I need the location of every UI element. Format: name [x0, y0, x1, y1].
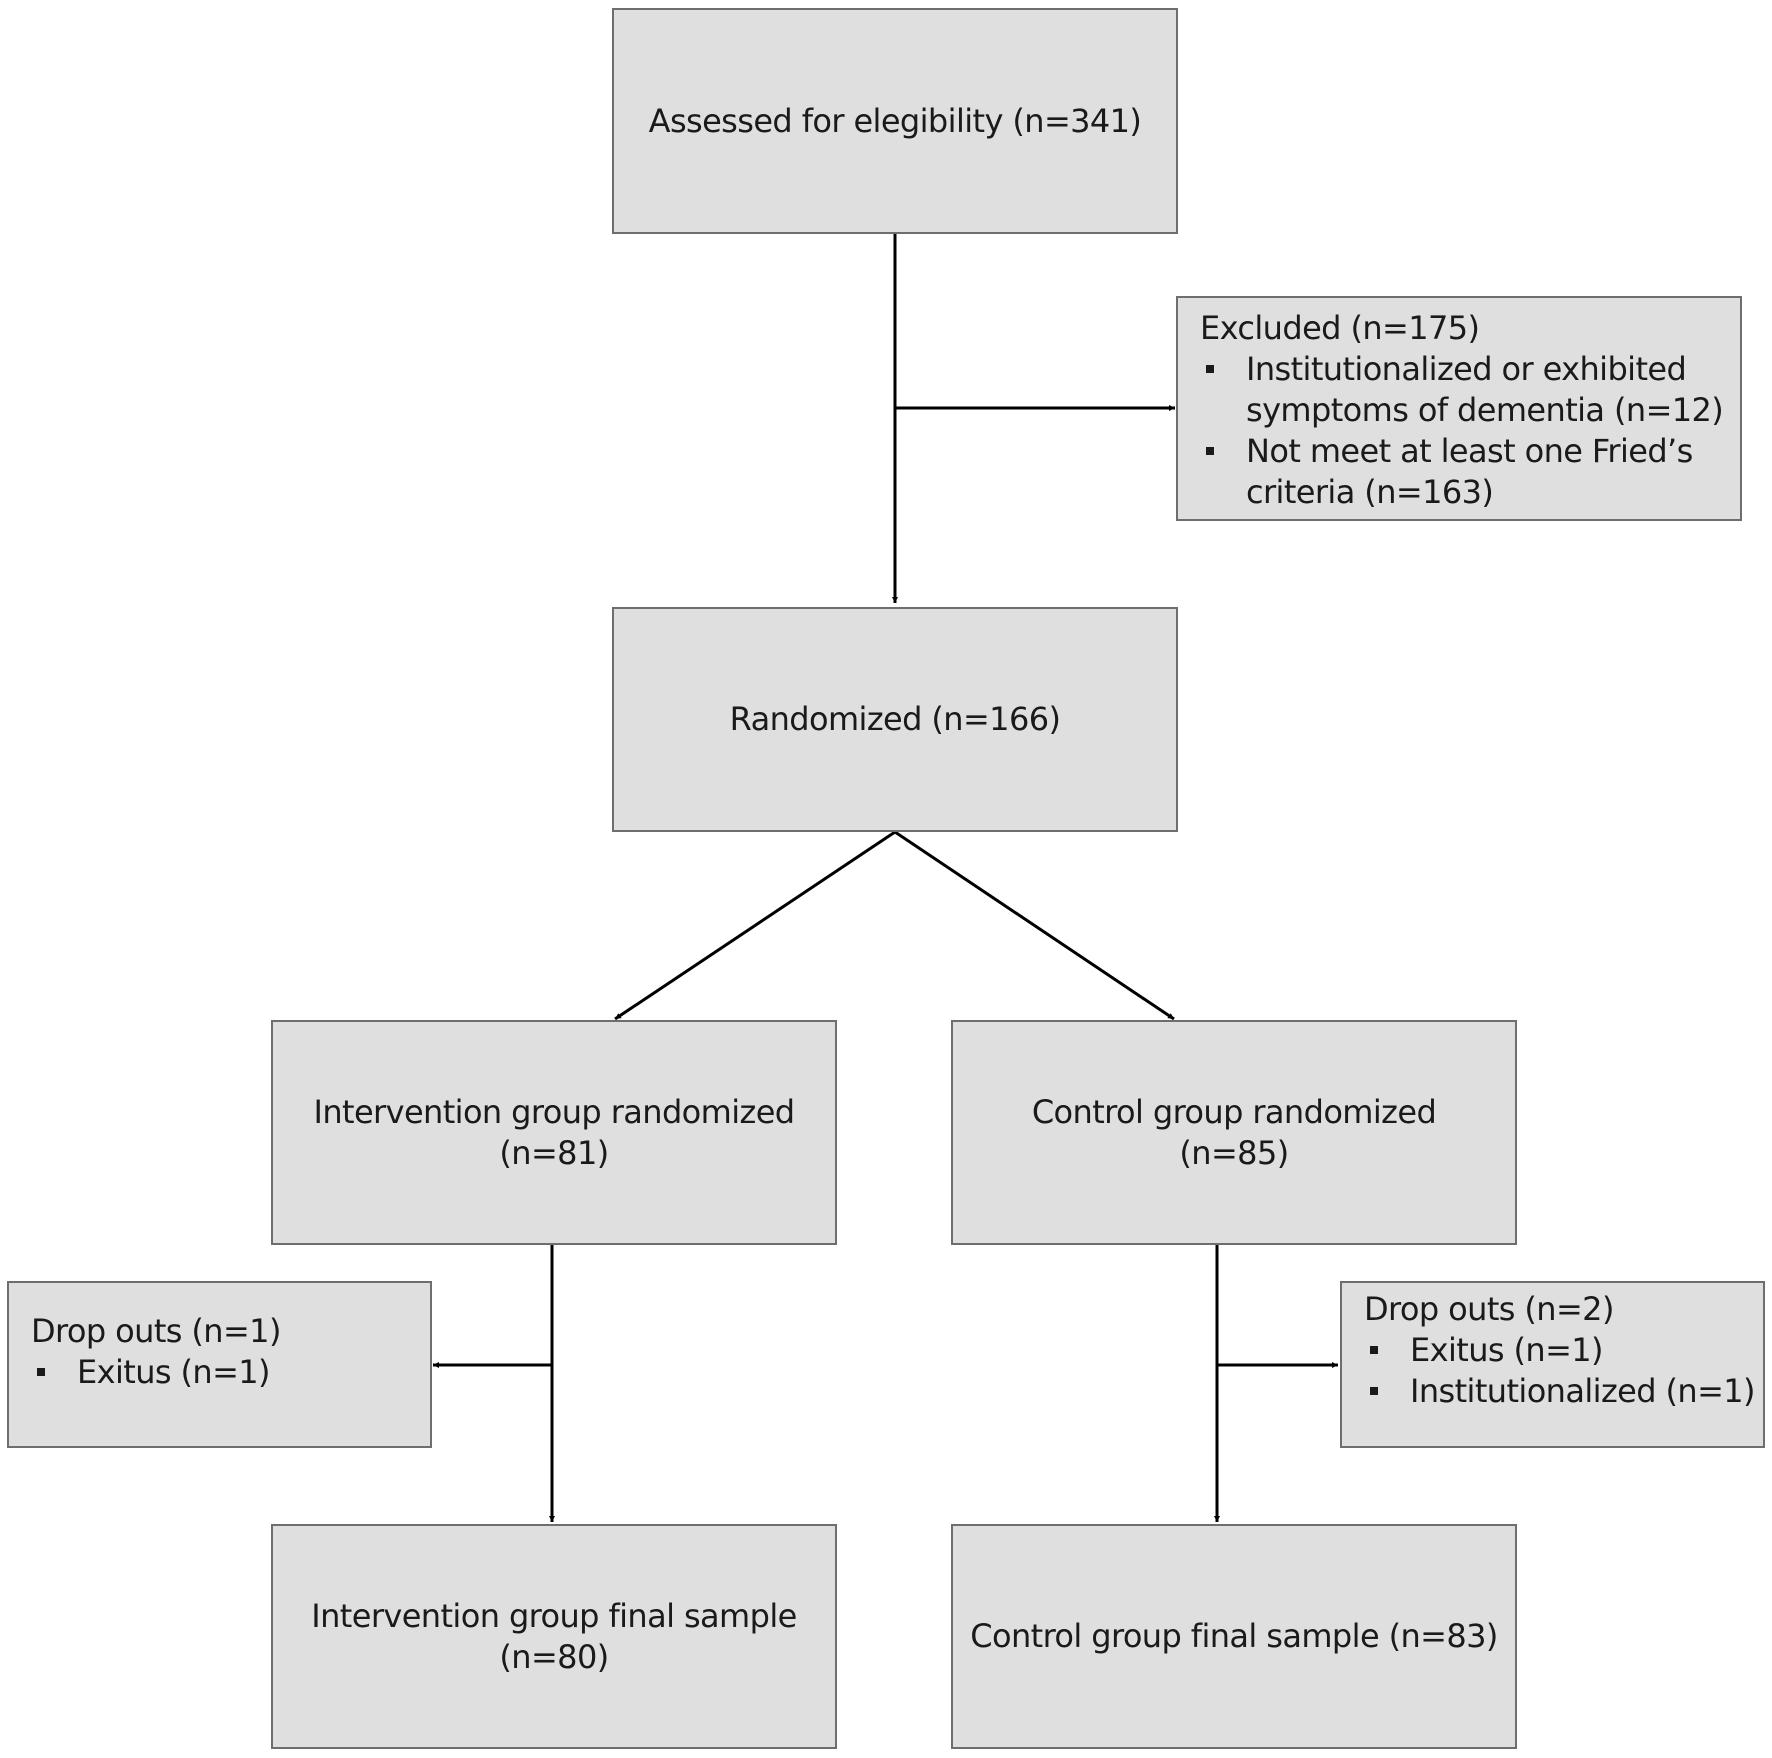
assessed-label: Assessed for elegibility (n=341)	[648, 101, 1142, 140]
arrow-randomized-to-intervention	[614, 830, 896, 1021]
excluded-heading: Excluded (n=175)	[1200, 309, 1480, 347]
intervention-randomized-count: (n=81)	[499, 1133, 609, 1172]
control-randomized-label: Control group randomized	[1031, 1092, 1437, 1131]
control-randomized-box: Control group randomized (n=85)	[951, 1020, 1517, 1245]
bullet-icon	[1206, 447, 1214, 455]
bullet-icon	[37, 1368, 45, 1376]
dropouts-control-box: Drop outs (n=2) Exitus (n=1) Institution…	[1340, 1281, 1765, 1448]
excluded-box: Excluded (n=175) Institutionalized or ex…	[1176, 296, 1742, 521]
excluded-reasons-list: Institutionalized or exhibited symptoms …	[1200, 349, 1740, 513]
excluded-reason-line: criteria (n=163)	[1246, 473, 1494, 511]
dropouts-intervention-list: Exitus (n=1)	[31, 1352, 430, 1393]
excluded-reason-fried: Not meet at least one Fried’s criteria (…	[1200, 431, 1740, 513]
bullet-icon	[1206, 365, 1214, 373]
randomized-box: Randomized (n=166)	[612, 607, 1178, 832]
dropouts-control-item: Institutionalized (n=1)	[1364, 1371, 1763, 1412]
dropouts-intervention-item: Exitus (n=1)	[31, 1352, 430, 1393]
bullet-icon	[1370, 1387, 1378, 1395]
dropouts-control-heading: Drop outs (n=2)	[1364, 1290, 1614, 1328]
control-randomized-count: (n=85)	[1179, 1133, 1289, 1172]
dropouts-intervention-box: Drop outs (n=1) Exitus (n=1)	[7, 1281, 432, 1448]
intervention-final-box: Intervention group final sample (n=80)	[271, 1524, 837, 1749]
excluded-reason-line: Not meet at least one Fried’s	[1246, 432, 1693, 470]
excluded-reason-line: Institutionalized or exhibited	[1246, 350, 1687, 388]
bullet-icon	[1370, 1346, 1378, 1354]
intervention-final-label: Intervention group final sample	[311, 1596, 797, 1635]
dropouts-control-list: Exitus (n=1) Institutionalized (n=1)	[1364, 1330, 1763, 1412]
control-final-box: Control group final sample (n=83)	[951, 1524, 1517, 1749]
intervention-randomized-box: Intervention group randomized (n=81)	[271, 1020, 837, 1245]
dropouts-intervention-heading: Drop outs (n=1)	[31, 1312, 281, 1350]
dropouts-control-item: Exitus (n=1)	[1364, 1330, 1763, 1371]
intervention-randomized-label: Intervention group randomized	[313, 1092, 796, 1131]
excluded-reason-line: symptoms of dementia (n=12)	[1246, 391, 1724, 429]
excluded-reason-dementia: Institutionalized or exhibited symptoms …	[1200, 349, 1740, 431]
randomized-label: Randomized (n=166)	[729, 700, 1061, 738]
control-final-label: Control group final sample (n=83)	[970, 1617, 1498, 1655]
arrow-randomized-to-control	[894, 830, 1175, 1021]
dropout-reason: Exitus (n=1)	[1410, 1331, 1604, 1369]
dropout-reason: Institutionalized (n=1)	[1410, 1372, 1756, 1410]
assessed-box: Assessed for elegibility (n=341)	[612, 8, 1178, 234]
dropout-reason: Exitus (n=1)	[77, 1353, 271, 1391]
intervention-final-count: (n=80)	[499, 1637, 609, 1676]
